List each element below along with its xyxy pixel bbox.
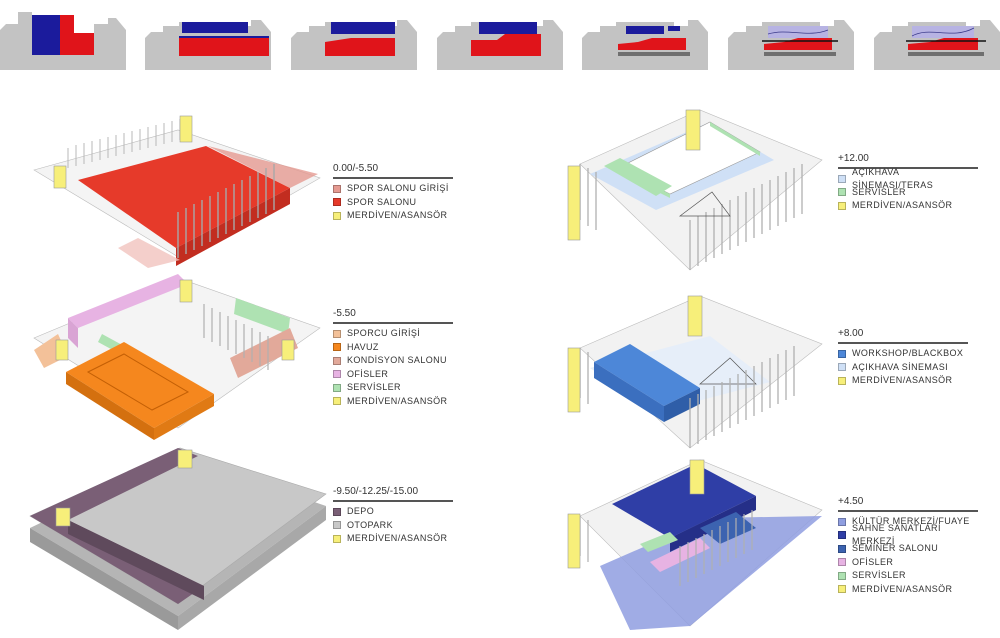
- legend-item-label: KONDİSYON SALONU: [347, 355, 447, 366]
- legend-item-label: OTOPARK: [347, 519, 393, 530]
- massing-step-1: [0, 12, 126, 70]
- color-swatch: [333, 329, 341, 338]
- level-label: +4.50: [838, 496, 978, 512]
- axon-level-basement-parking: [29, 447, 327, 630]
- color-swatch: [838, 571, 846, 580]
- color-swatch: [838, 188, 846, 197]
- legend-level-minus-5-50: -5.50 SPORCU GİRİŞİ HAVUZ KONDİSYON SALO…: [333, 308, 453, 408]
- legend-item-label: OFİSLER: [852, 556, 894, 567]
- legend-item: SPOR SALONU GİRİŞİ: [333, 182, 453, 196]
- legend-item-label: KÜLTÜR MERKEZİ/FUAYE: [852, 516, 970, 527]
- legend-item: OFİSLER: [333, 368, 453, 382]
- color-swatch: [838, 544, 846, 553]
- color-swatch: [333, 370, 341, 379]
- color-swatch: [333, 343, 341, 352]
- legend-item: SERVİSLER: [838, 186, 978, 200]
- level-label: 0.00/-5.50: [333, 163, 453, 179]
- massing-step-6: [728, 20, 854, 70]
- color-swatch: [838, 517, 846, 526]
- legend-item: OTOPARK: [333, 519, 453, 533]
- legend-item-label: SERVİSLER: [347, 382, 401, 393]
- axon-level-0-sports-hall: [33, 115, 321, 268]
- color-swatch: [333, 198, 341, 207]
- legend-item: OFİSLER: [838, 556, 978, 570]
- legend-item-label: MERDİVEN/ASANSÖR: [852, 375, 953, 386]
- axon-level-plus-4-50-culture-center: [567, 459, 823, 630]
- legend-item: KONDİSYON SALONU: [333, 354, 453, 368]
- level-label: +8.00: [838, 328, 968, 344]
- legend-item-label: SPORCU GİRİŞİ: [347, 328, 421, 339]
- massing-step-5: [582, 20, 708, 70]
- legend-item: SEMİNER SALONU: [838, 542, 978, 556]
- legend-item-label: MERDİVEN/ASANSÖR: [347, 533, 448, 544]
- color-swatch: [333, 356, 341, 365]
- massing-evolution-strip: [0, 0, 1000, 75]
- massing-step-7: [874, 20, 1000, 70]
- legend-item: HAVUZ: [333, 341, 453, 355]
- legend-item: MERDİVEN/ASANSÖR: [333, 209, 453, 223]
- legend-item: SERVİSLER: [838, 569, 978, 583]
- legend-item-label: SERVİSLER: [852, 186, 906, 197]
- axon-level-plus-12-terrace: [567, 109, 823, 271]
- color-swatch: [838, 349, 846, 358]
- color-swatch: [333, 184, 341, 193]
- legend-item: SAHNE SANATLARI MERKEZİ: [838, 523, 978, 546]
- color-swatch: [838, 174, 846, 183]
- color-swatch: [333, 397, 341, 406]
- legend-item: SPORCU GİRİŞİ: [333, 327, 453, 341]
- level-label: -9.50/-12.25/-15.00: [333, 486, 453, 502]
- legend-level-plus-8: +8.00 WORKSHOP/BLACKBOX AÇIKHAVA SİNEMAS…: [838, 328, 968, 388]
- legend-item: MERDİVEN/ASANSÖR: [838, 199, 978, 213]
- legend-item: MERDİVEN/ASANSÖR: [333, 395, 453, 409]
- legend-item-label: SPOR SALONU: [347, 196, 417, 207]
- legend-item: SPOR SALONU: [333, 196, 453, 210]
- massing-step-2: [145, 20, 271, 70]
- legend-item: KÜLTÜR MERKEZİ/FUAYE: [838, 515, 978, 529]
- color-swatch: [838, 201, 846, 210]
- legend-item: MERDİVEN/ASANSÖR: [838, 374, 968, 388]
- legend-level-0: 0.00/-5.50 SPOR SALONU GİRİŞİ SPOR SALON…: [333, 163, 453, 223]
- legend-level-basement: -9.50/-12.25/-15.00 DEPO OTOPARK MERDİVE…: [333, 486, 453, 546]
- legend-item-label: DEPO: [347, 506, 375, 517]
- level-label: +12.00: [838, 153, 978, 169]
- legend-item-label: OFİSLER: [347, 368, 389, 379]
- color-swatch: [838, 531, 846, 540]
- level-label: -5.50: [333, 308, 453, 324]
- legend-item: DEPO: [333, 505, 453, 519]
- color-swatch: [333, 521, 341, 530]
- color-swatch: [838, 376, 846, 385]
- legend-item-label: AÇIKHAVA SİNEMASI: [852, 361, 948, 372]
- axon-level-plus-8-workshop: [567, 295, 823, 449]
- color-swatch: [838, 585, 846, 594]
- legend-item-label: MERDİVEN/ASANSÖR: [347, 395, 448, 406]
- legend-item-label: HAVUZ: [347, 341, 379, 352]
- legend-item-label: SEMİNER SALONU: [852, 543, 939, 554]
- legend-item-label: MERDİVEN/ASANSÖR: [852, 200, 953, 211]
- axon-level-minus-5-50-pool: [33, 274, 321, 440]
- color-swatch: [838, 363, 846, 372]
- legend-item: MERDİVEN/ASANSÖR: [838, 583, 978, 597]
- legend-level-plus-12: +12.00 AÇIKHAVA SİNEMASI/TERAS SERVİSLER…: [838, 153, 978, 213]
- color-swatch: [333, 534, 341, 543]
- legend-item: SERVİSLER: [333, 381, 453, 395]
- legend-item-label: SPOR SALONU GİRİŞİ: [347, 183, 449, 194]
- legend-item: MERDİVEN/ASANSÖR: [333, 532, 453, 546]
- color-swatch: [333, 507, 341, 516]
- legend-item: AÇIKHAVA SİNEMASI/TERAS: [838, 167, 978, 190]
- legend-item-label: SAHNE SANATLARI MERKEZİ: [852, 523, 941, 547]
- color-swatch: [838, 558, 846, 567]
- legend-item-label: WORKSHOP/BLACKBOX: [852, 348, 964, 359]
- legend-item: WORKSHOP/BLACKBOX: [838, 347, 968, 361]
- legend-level-plus-4-50: +4.50 KÜLTÜR MERKEZİ/FUAYE SAHNE SANATLA…: [838, 496, 978, 596]
- massing-step-3: [291, 20, 417, 70]
- color-swatch: [333, 383, 341, 392]
- legend-item-label: MERDİVEN/ASANSÖR: [852, 583, 953, 594]
- legend-item: AÇIKHAVA SİNEMASI: [838, 361, 968, 375]
- legend-item-label: AÇIKHAVA SİNEMASI/TERAS: [852, 166, 934, 190]
- legend-item-label: MERDİVEN/ASANSÖR: [347, 210, 448, 221]
- legend-item-label: SERVİSLER: [852, 570, 906, 581]
- color-swatch: [333, 211, 341, 220]
- massing-step-4: [437, 20, 563, 70]
